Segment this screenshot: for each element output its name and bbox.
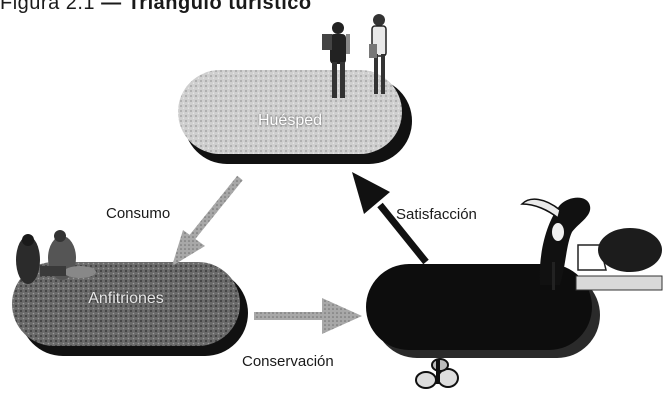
conservation-label: Conservación xyxy=(242,353,334,370)
consumption-label: Consumo xyxy=(106,205,170,222)
butterfly-illustration xyxy=(416,359,458,388)
locals-node xyxy=(12,262,248,356)
conservation-arrow xyxy=(254,298,362,334)
locals-label: Anfitriones xyxy=(12,290,240,308)
host-label: Huésped xyxy=(178,112,402,130)
resource-node xyxy=(366,264,600,358)
satisfaction-label: Satisfacción xyxy=(396,206,477,223)
toucan-illustration xyxy=(522,198,662,290)
locals-illustration xyxy=(16,230,96,284)
consumption-arrow xyxy=(172,178,240,266)
